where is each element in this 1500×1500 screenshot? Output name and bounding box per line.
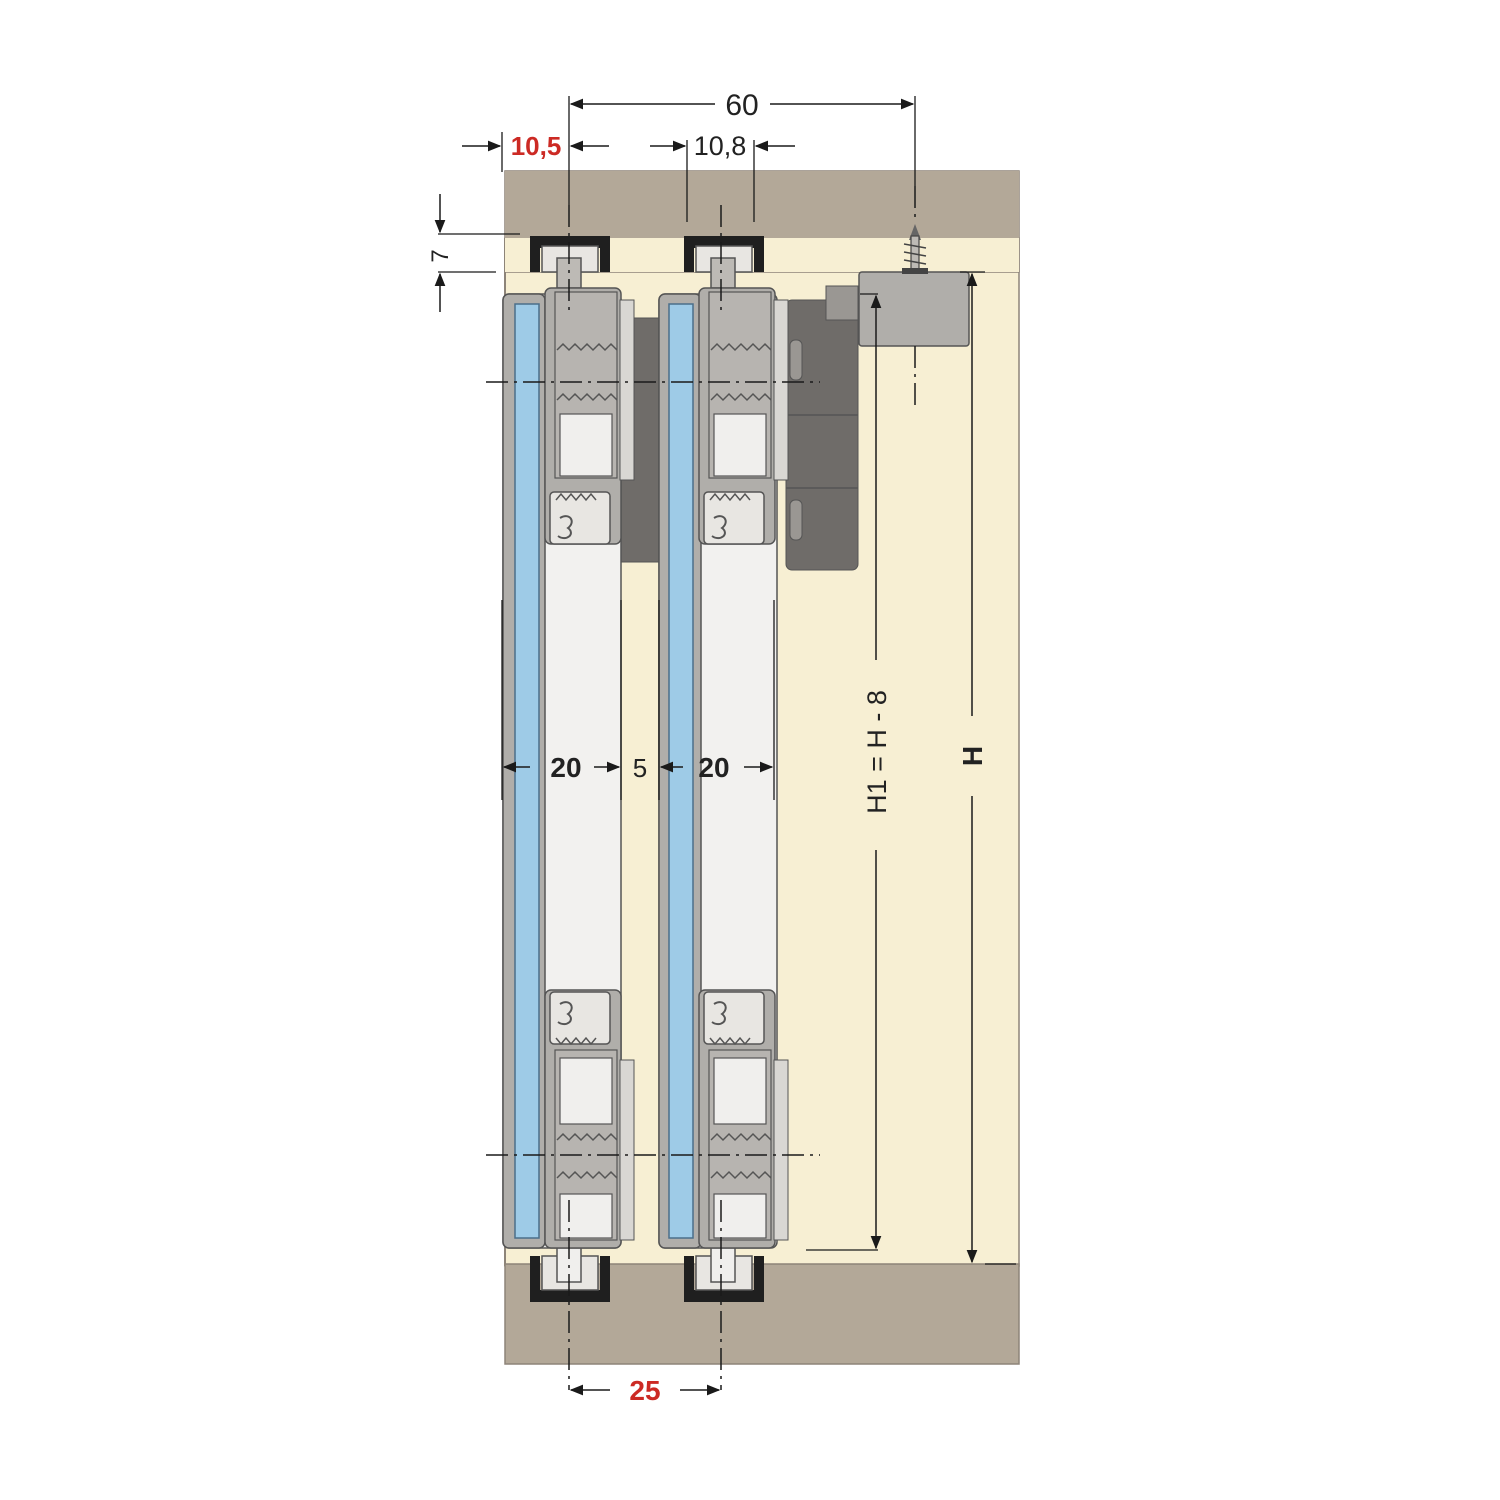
soft-close-mechanism: [785, 271, 970, 571]
dim-60: 60: [725, 89, 758, 122]
bottom-track-right: [684, 1239, 764, 1302]
center-lines: [486, 186, 916, 1390]
dim-side-offset: 10,5: [511, 131, 562, 161]
dim-track-depth: 7: [427, 249, 454, 262]
dimension-lines: [434, 98, 978, 1396]
dim-profile-width: 10,8: [694, 131, 747, 161]
glass-right: [668, 303, 694, 1239]
dim-track-spacing: 25: [629, 1375, 660, 1406]
door-left: [502, 287, 635, 1249]
dim-door-right: 20: [698, 752, 729, 783]
dim-door-height: H1 = H - 8: [862, 690, 892, 814]
screw-icon: [902, 224, 928, 274]
top-track-right: [684, 236, 764, 289]
dim-cabinet-height: H: [957, 746, 988, 766]
dim-door-gap: 5: [633, 753, 647, 783]
door-right: [658, 287, 789, 1249]
glass-left: [514, 303, 540, 1239]
dim-door-left: 20: [550, 752, 581, 783]
